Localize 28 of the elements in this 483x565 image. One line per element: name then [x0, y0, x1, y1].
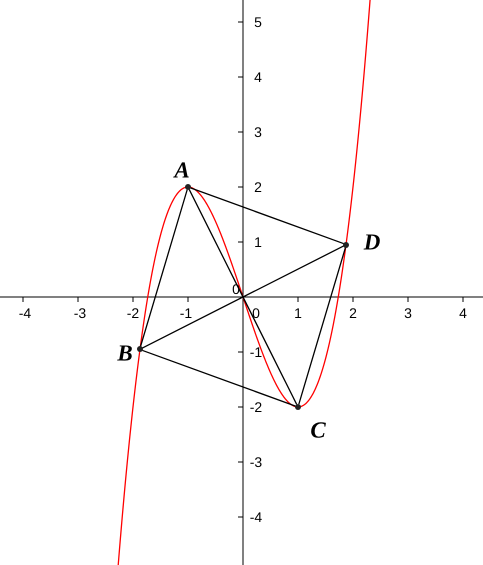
tick-label: -4 [18, 306, 32, 320]
point-label: B [117, 342, 133, 364]
point-label: C [310, 418, 326, 442]
line-segment [140, 190, 188, 347]
tick-label: -2 [126, 306, 140, 320]
line-segment [188, 189, 298, 405]
tick-label: 1 [254, 235, 262, 249]
point-label: D [364, 230, 380, 254]
tick-label: -4 [250, 510, 262, 524]
point-label: A [174, 158, 190, 182]
tick-label: -3 [74, 306, 86, 320]
tick-label: 1 [294, 306, 302, 320]
tick-label: 2 [254, 180, 262, 194]
tick-label: -2 [250, 400, 262, 414]
tick-label: 4 [459, 306, 467, 320]
tick-label: -1 [180, 306, 192, 320]
tick-label: 4 [254, 70, 262, 84]
tick-label: -3 [250, 455, 262, 469]
line-segment [298, 247, 346, 404]
tick-label: 5 [254, 15, 262, 29]
tick-label: 3 [254, 125, 262, 139]
tick-label: 3 [404, 306, 412, 320]
tick-label: -1 [250, 345, 262, 359]
tick-label: 2 [349, 306, 357, 320]
line-segment [142, 245, 344, 349]
line-segment [190, 187, 344, 244]
tick-label: 0 [252, 306, 260, 320]
line-segment [142, 350, 296, 407]
